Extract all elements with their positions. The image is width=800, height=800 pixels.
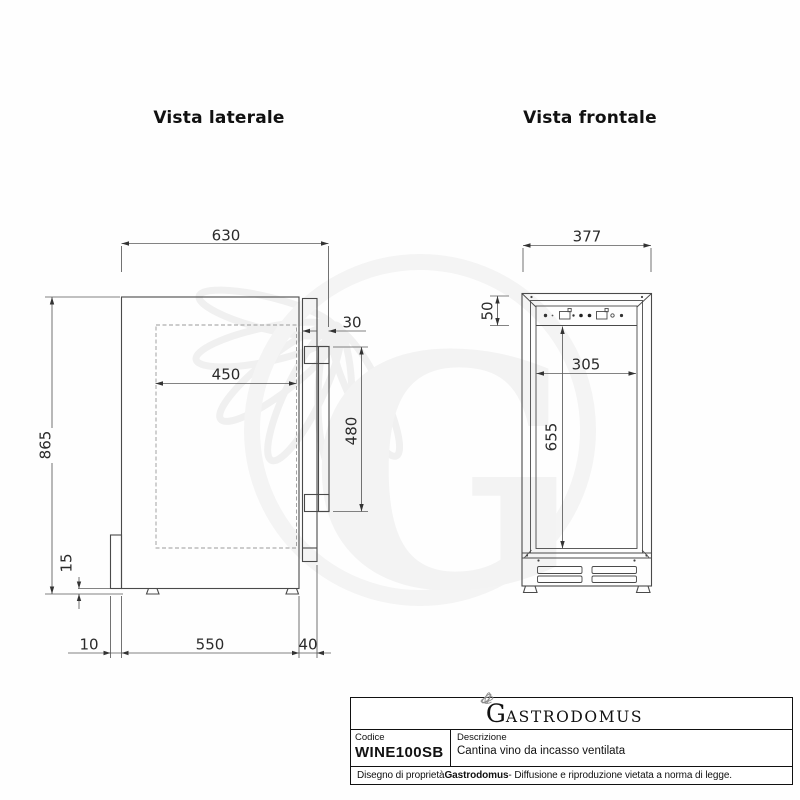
dim-side-door-depth: 40 (298, 635, 318, 654)
side-view (109, 296, 330, 595)
code-cell: Codice WINE100SB (351, 730, 451, 766)
code-label: Codice (355, 732, 385, 743)
side-dimension-arrows (49, 241, 364, 656)
dim-side-feet-height: 15 (57, 553, 76, 573)
brand-name: ASTRODOMUS (505, 708, 644, 726)
dim-front-control-panel: 50 (478, 301, 497, 321)
side-rear-spacer (109, 534, 123, 590)
front-dimension-arrows (495, 243, 651, 549)
front-door-frame-inner (535, 305, 638, 549)
chef-hat-icon (480, 692, 494, 704)
control-dot-icon (551, 314, 554, 317)
side-door-panel (301, 297, 318, 563)
description-label: Descrizione (457, 732, 507, 743)
dim-side-total-height: 865 (36, 430, 55, 460)
note-brand: Gastrodomus (444, 770, 509, 781)
side-view-dimensions (45, 241, 368, 658)
side-foot-left (145, 587, 160, 595)
dim-side-total-depth: 630 (211, 226, 241, 245)
brand-initial: G (485, 699, 506, 728)
description-cell: Descrizione Cantina vino da incasso vent… (451, 730, 792, 766)
front-screw-dots (525, 295, 648, 562)
control-display-flag-icon (567, 308, 572, 313)
control-button-icon (619, 313, 624, 318)
dim-side-body-depth: 550 (195, 635, 225, 654)
front-view-dimensions (490, 243, 652, 549)
side-cabinet-body (120, 296, 300, 590)
control-button-icon (572, 314, 575, 317)
note-suffix: - Diffusione e riproduzione vietata a no… (508, 770, 732, 781)
front-foot-right (635, 585, 651, 594)
title-block-note-row: Disegno di proprietà Gastrodomus - Diffu… (351, 767, 792, 784)
side-view-title: Vista laterale (153, 108, 285, 128)
front-vent-grille (537, 566, 637, 583)
brand-logo: GASTRODOMUS (480, 692, 644, 728)
dim-front-interior-width: 305 (571, 355, 601, 374)
side-handle-bracket-top (303, 345, 330, 365)
note-prefix: Disegno di proprietà (357, 770, 445, 781)
side-foot-right (285, 587, 300, 595)
front-view (521, 292, 653, 594)
front-view-title: Vista frontale (523, 108, 657, 128)
description-value: Cantina vino da incasso ventilata (457, 745, 626, 758)
control-button-icon (587, 313, 592, 318)
control-display-icon (596, 311, 608, 320)
watermark-circle (244, 254, 596, 606)
title-block-data-row: Codice WINE100SB Descrizione Cantina vin… (351, 729, 792, 767)
dim-front-total-width: 377 (572, 227, 602, 246)
front-foot-left (522, 585, 538, 594)
dim-front-interior-height: 655 (542, 422, 561, 452)
title-block: GASTRODOMUS Codice WINE100SB Descrizione… (350, 692, 793, 785)
front-cabinet-body (521, 292, 653, 587)
control-display-icon (559, 311, 571, 320)
side-handle-bar (317, 345, 330, 513)
dim-side-interior-depth: 450 (211, 365, 241, 384)
control-led-icon (543, 313, 548, 318)
side-handle-bracket-bottom (303, 493, 330, 513)
front-control-panel-icons (543, 308, 624, 320)
side-interior-dashed-outline (155, 324, 297, 549)
dim-side-rear-spacer: 10 (79, 635, 99, 654)
control-display-flag-icon (604, 308, 609, 313)
title-block-logo-row: GASTRODOMUS (351, 692, 792, 729)
code-value: WINE100SB (355, 744, 444, 762)
dim-side-handle-length: 480 (342, 416, 361, 446)
control-button-icon (579, 313, 583, 318)
dim-side-door-projection: 30 (342, 313, 362, 332)
control-knob-icon (610, 313, 615, 318)
